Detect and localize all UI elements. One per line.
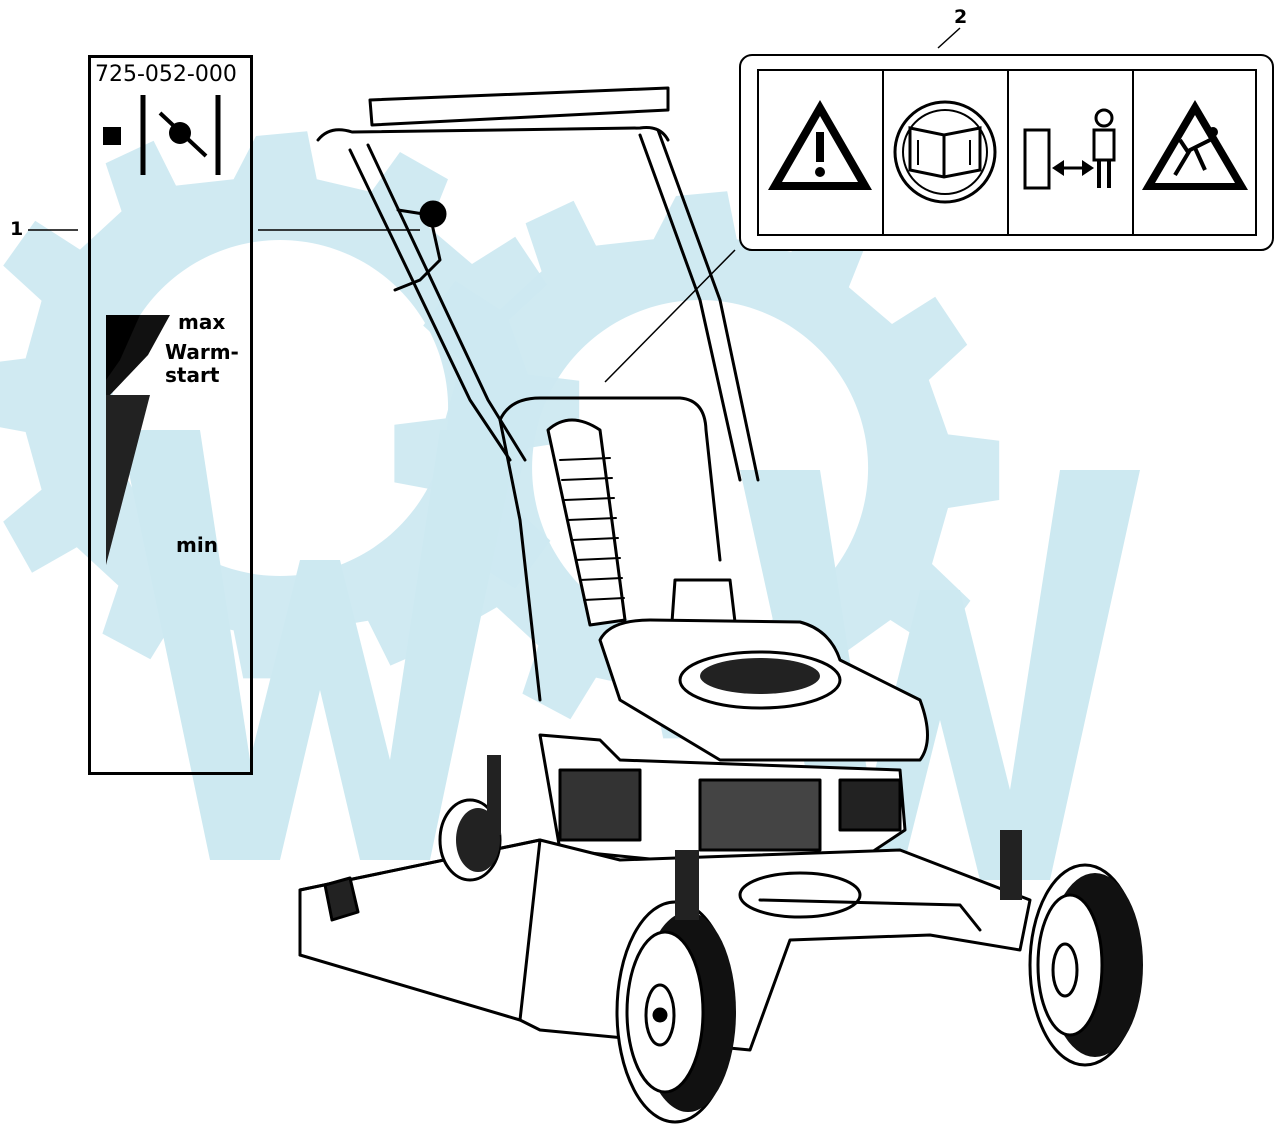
keep-distance-icon bbox=[1023, 108, 1116, 190]
choke-max-label: max bbox=[178, 310, 226, 334]
thrown-object-hazard-icon bbox=[1142, 100, 1248, 190]
warning-triangle-icon bbox=[768, 100, 872, 190]
safety-decal bbox=[739, 54, 1274, 251]
choke-decal-border bbox=[88, 55, 253, 775]
choke-knob-icon bbox=[169, 122, 191, 144]
choke-start-label: start bbox=[165, 363, 220, 387]
read-manual-icon bbox=[893, 100, 997, 204]
choke-warm-label: Warm- bbox=[165, 340, 239, 364]
stop-square-icon bbox=[103, 127, 121, 145]
lawn-mower-illustration bbox=[298, 86, 1143, 1124]
decal-part-number: 725-052-000 bbox=[95, 62, 237, 87]
callout-2: 2 bbox=[954, 6, 968, 28]
choke-decal-graphics bbox=[103, 95, 221, 565]
callout-1: 1 bbox=[10, 218, 24, 240]
choke-min-label: min bbox=[176, 533, 218, 557]
leader-lines bbox=[28, 27, 961, 383]
